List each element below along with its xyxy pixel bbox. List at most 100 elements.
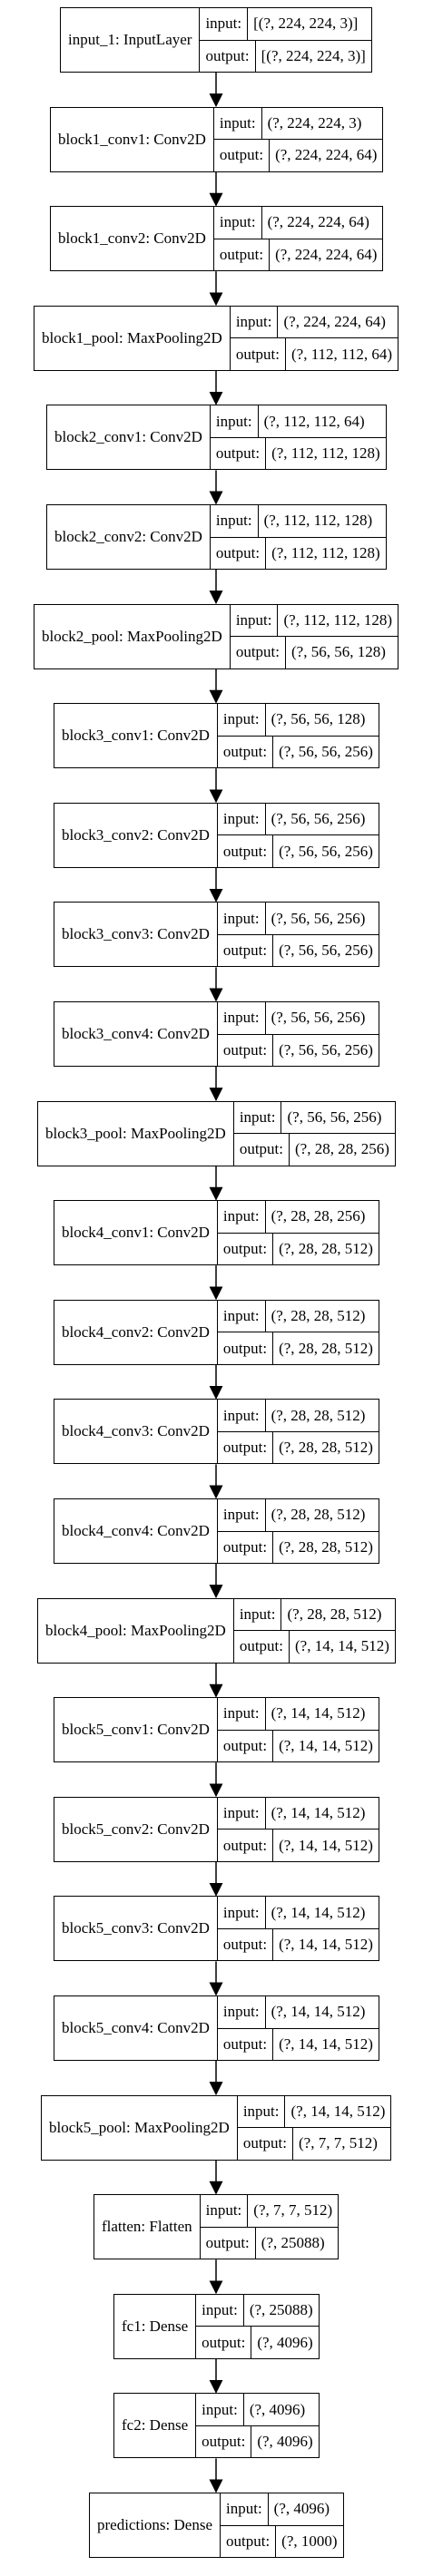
- layer-io-table: input:(?, 224, 224, 3)output:(?, 224, 22…: [213, 107, 383, 171]
- layer-io-table: input:(?, 224, 224, 64)output:(?, 112, 1…: [230, 306, 399, 370]
- layer-output-key: output:: [196, 2327, 252, 2358]
- layer-io-table: input:(?, 224, 224, 64)output:(?, 224, 2…: [213, 207, 383, 271]
- layer-output-key: output:: [218, 1034, 274, 1066]
- layer-input-row: input:(?, 224, 224, 3): [214, 107, 383, 140]
- layer-input-shape: (?, 56, 56, 256): [271, 810, 366, 828]
- layer-input-shape: (?, 112, 112, 64): [263, 412, 365, 430]
- layer-input-shape: (?, 4096): [249, 2400, 306, 2418]
- layer-input-key: input:: [221, 2493, 269, 2525]
- layer-input-shape: (?, 28, 28, 512): [271, 1307, 366, 1325]
- layer-input-key: input:: [201, 2195, 249, 2227]
- layer-output-row: output:(?, 14, 14, 512): [217, 1829, 379, 1861]
- layer-name: block1_conv2: Conv2D: [51, 207, 214, 271]
- layer-input-key: input:: [196, 2294, 244, 2327]
- layer-output-key: output:: [221, 2525, 277, 2557]
- layer-io-table: input:(?, 14, 14, 512)output: (?, 14, 14,…: [217, 1996, 379, 2060]
- layer-io-table: input:(?, 28, 28, 512)output:(?, 14, 14,…: [233, 1598, 395, 1663]
- layer-input-row: input:[(?, 224, 224, 3)]: [200, 8, 370, 40]
- layer-output-key: output:: [234, 1134, 290, 1166]
- layer-output-shape: (?, 224, 224, 64): [275, 245, 378, 263]
- layer-output-key: output:: [218, 2028, 274, 2060]
- layer-output-key: output:: [231, 637, 286, 668]
- layer-input-shape: (?, 56, 56, 128): [271, 710, 366, 728]
- layer-io-table: input:(?, 4096)output:(?, 4096): [196, 2394, 319, 2458]
- layer-output-row: output:(?, 28, 28, 256): [233, 1133, 395, 1166]
- layer-input-row: input:(?, 14, 14, 512): [218, 1996, 379, 2028]
- layer-output-shape: (?, 4096): [257, 2433, 313, 2451]
- layer-input-key: input:: [231, 604, 279, 637]
- layer-output-key: output:: [218, 1332, 274, 1364]
- layer-name: block2_pool: MaxPooling2D: [34, 604, 231, 668]
- layer-input-shape: (?, 56, 56, 256): [271, 909, 366, 927]
- layer-output-key: output:: [201, 2227, 256, 2259]
- layer-output-key: output:: [218, 1431, 274, 1464]
- layer-name: block5_conv4: Conv2D: [54, 1996, 218, 2060]
- layer-input-key: input:: [218, 1400, 266, 1431]
- layer-input-key: input:: [211, 505, 259, 537]
- layer-output-row: output:(?, 56, 56, 256): [217, 933, 379, 967]
- layer-io-table: input:(?, 112, 112, 64)output:(?, 112, 1…: [210, 405, 386, 470]
- layer-output-row: output:(?, 25088): [200, 2226, 339, 2259]
- layer-input-row: input:(?, 56, 56, 256): [234, 1101, 395, 1134]
- layer-output-row: output:(?, 56, 56, 128): [230, 636, 399, 668]
- layer-output-key: output:: [231, 338, 286, 370]
- layer-output-shape: (?, 28, 28, 512): [279, 1439, 373, 1457]
- layer-input-shape: (?, 112, 112, 128): [283, 610, 393, 629]
- layer-name: block4_pool: MaxPooling2D: [38, 1598, 234, 1663]
- layer-name: block4_conv4: Conv2D: [54, 1499, 218, 1563]
- layer-input-key: input:: [231, 306, 279, 338]
- layer-output-row: output:(?, 14, 14, 512): [233, 1630, 395, 1663]
- layer-io-table: input:(?, 28, 28, 512)output:(?, 28, 28,…: [217, 1400, 379, 1464]
- layer-output-shape: (?, 28, 28, 512): [279, 1537, 373, 1556]
- layer-output-row: output:(?, 28, 28, 512): [217, 1530, 379, 1563]
- layer-output-shape: (?, 112, 112, 64): [290, 345, 393, 363]
- layer-output-key: output:: [211, 537, 267, 569]
- layer-output-key: output:: [214, 140, 271, 171]
- layer-input-shape: (?, 224, 224, 64): [267, 213, 369, 231]
- layer-output-key: output:: [218, 835, 274, 867]
- layer-output-shape: (?, 56, 56, 256): [279, 842, 373, 860]
- layer-input-row: input:(?, 4096): [196, 2394, 319, 2425]
- layer-output-shape: (?, 14, 14, 512): [279, 2034, 373, 2053]
- layer-output-row: output:(?, 56, 56, 256): [217, 735, 379, 768]
- layer-output-row: output: (?, 4096): [196, 2326, 319, 2358]
- layer-input-key: input:: [218, 903, 266, 934]
- layer-output-row: output:(?, 7, 7, 512): [237, 2127, 391, 2160]
- layer-input-key: input:: [214, 107, 262, 140]
- layer-io-table: input:(?, 112, 112, 128)output:(?, 56, 5…: [230, 604, 399, 668]
- layer-output-shape: (?, 112, 112, 128): [271, 444, 380, 463]
- layer-input-row: input:(?, 112, 112, 128): [231, 604, 398, 637]
- layer-output-row: output:(?, 14, 14, 512): [217, 1927, 379, 1961]
- layer-input-row: input:(?, 28, 28, 512): [234, 1598, 395, 1631]
- layer-input-row: input:(?, 25088): [196, 2294, 319, 2327]
- layer-input-row: input:(?, 14, 14, 512): [238, 2095, 391, 2128]
- layer-input-row: input:(?, 14, 14, 512): [218, 1897, 379, 1928]
- layer-output-row: output:[(?, 224, 224, 3)]: [200, 39, 371, 72]
- layer-name: block2_conv2: Conv2D: [47, 505, 211, 569]
- layer-input-key: input:: [218, 1499, 266, 1531]
- layer-output-shape: (?, 56, 56, 256): [279, 1040, 373, 1059]
- layer-output-shape: (?, 4096): [257, 2333, 313, 2351]
- layer-name: block4_conv3: Conv2D: [54, 1400, 218, 1464]
- layer-output-key: output:: [218, 1830, 274, 1861]
- layer-output-shape: (?, 28, 28, 256): [294, 1140, 389, 1158]
- layer-name: block1_conv1: Conv2D: [51, 107, 214, 171]
- layer-input-row: input:(?, 56, 56, 128): [218, 704, 379, 736]
- layer-name: flatten: Flatten: [94, 2195, 201, 2259]
- layer-input-key: input:: [238, 2095, 286, 2128]
- layer-input-shape: (?, 14, 14, 512): [271, 1903, 366, 1921]
- layer-output-row: output:(?, 112, 112, 64): [230, 337, 399, 370]
- layer-output-key: output:: [211, 437, 267, 470]
- layer-name: block3_pool: MaxPooling2D: [38, 1101, 234, 1166]
- layer-output-shape: (?, 56, 56, 128): [290, 643, 386, 661]
- layer-output-row: output:(?, 224, 224, 64): [213, 139, 383, 171]
